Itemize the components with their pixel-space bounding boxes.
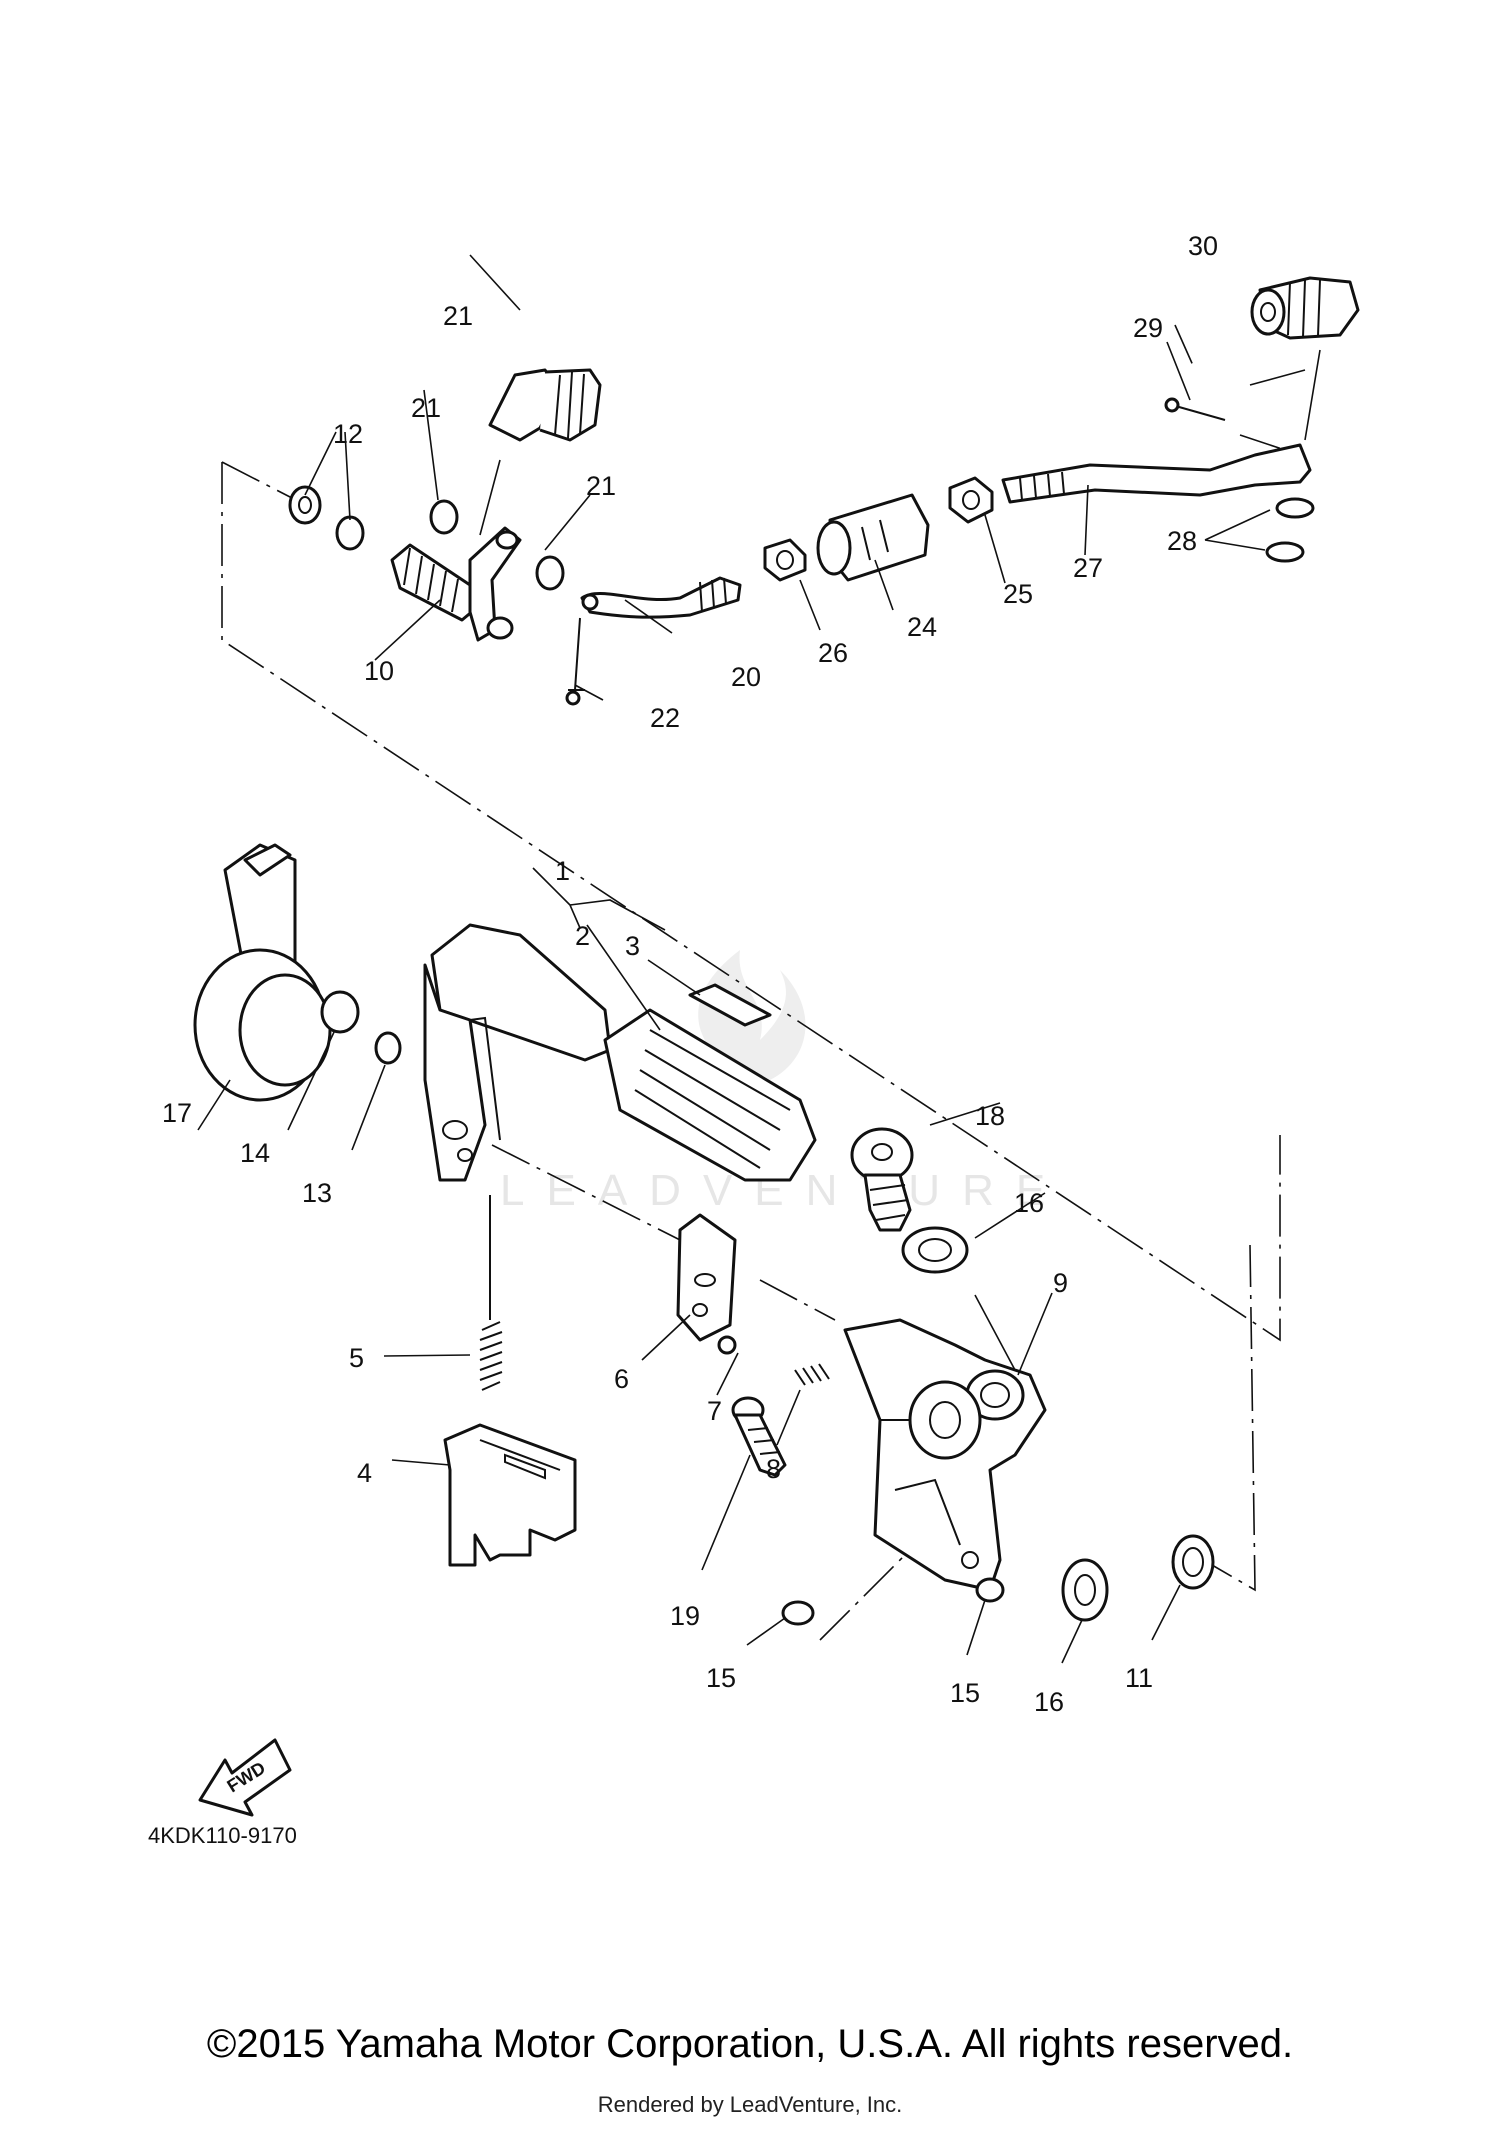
- callout-20: 20: [731, 662, 761, 692]
- assembly-line-lower: [1211, 1244, 1256, 1592]
- callout-labels: 21 12 21 21 10 20 22 26 24 25 27 28 29 3…: [162, 231, 1218, 1717]
- rendered-by-notice: Rendered by LeadVenture, Inc.: [597, 2092, 903, 2117]
- bolt-part-19: [731, 1396, 787, 1477]
- assembly-line-top-left: [221, 461, 293, 499]
- callout-5: 5: [349, 1343, 364, 1373]
- callout-15b: 15: [950, 1678, 980, 1708]
- copyright-notice: ©2015 Yamaha Motor Corporation, U.S.A. A…: [206, 2022, 1294, 2066]
- callout-21b: 21: [586, 471, 616, 501]
- sleeve-part-24: [816, 493, 930, 582]
- callout-29: 29: [1133, 313, 1163, 343]
- washer-part-12b: [335, 515, 365, 551]
- callout-25: 25: [1003, 579, 1033, 609]
- assembly-line-shaft: [491, 1144, 691, 1246]
- callout-30: 30: [1188, 231, 1218, 261]
- callout-21a: 21: [411, 393, 441, 423]
- callout-1: 1: [555, 856, 570, 886]
- callout-16b: 16: [1034, 1687, 1064, 1717]
- assembly-line-upper: [221, 462, 1281, 1342]
- callout-6: 6: [614, 1364, 629, 1394]
- callout-11: 11: [1125, 1663, 1153, 1693]
- callout-24: 24: [907, 612, 937, 642]
- washer-part-15b: [975, 1577, 1005, 1603]
- grip-part-2: [603, 1008, 817, 1182]
- pin-part-22: [568, 617, 585, 691]
- callout-22: 22: [650, 703, 680, 733]
- washer-part-16b-hole: [1074, 1574, 1096, 1606]
- boot-part-30: [1250, 276, 1360, 340]
- callout-10: 10: [364, 656, 394, 686]
- washer-part-16a: [901, 1226, 969, 1274]
- leader-lines: [197, 254, 1321, 1664]
- bushing-part-14: [320, 990, 360, 1034]
- callout-26: 26: [818, 638, 848, 668]
- callout-14: 14: [240, 1138, 270, 1168]
- callout-16a: 16: [1014, 1188, 1044, 1218]
- lever-part-10: [390, 526, 522, 642]
- callout-17: 17: [162, 1098, 192, 1128]
- lever-housing-part-1: [423, 923, 612, 1182]
- bracket-part-9: [843, 1318, 1047, 1592]
- fwd-arrow-icon: FWD: [198, 1738, 292, 1817]
- nut-part-26: [763, 538, 807, 582]
- rod-part-20: [580, 576, 742, 619]
- ring-part-11: [1171, 1534, 1215, 1590]
- assembly-line-28: [1174, 324, 1196, 371]
- spring-part-8: [794, 1363, 830, 1386]
- callout-2: 2: [575, 921, 590, 951]
- handle-ring-part-17: [193, 843, 332, 1102]
- callout-18: 18: [975, 1101, 1005, 1131]
- pin-part-29: [1171, 404, 1226, 421]
- callout-12: 12: [333, 419, 363, 449]
- washer-part-13: [374, 1031, 402, 1065]
- assembly-line-bolt: [819, 1494, 966, 1641]
- callout-4: 4: [357, 1458, 372, 1488]
- ball-part-7: [717, 1335, 737, 1355]
- washer-part-12a: [288, 485, 322, 525]
- callout-13: 13: [302, 1178, 332, 1208]
- washer-part-21b: [535, 555, 565, 591]
- pin-part-22-end: [565, 690, 581, 706]
- washer-part-12a-hole: [298, 496, 312, 514]
- plate-part-6: [676, 1213, 737, 1342]
- pin-part-29-end: [1164, 397, 1180, 413]
- washer-part-21a: [429, 499, 459, 535]
- callout-8: 8: [766, 1454, 781, 1484]
- rod-part-27: [1001, 443, 1312, 504]
- washer-part-28b: [1265, 541, 1305, 563]
- detent-block-part-4: [443, 1423, 577, 1567]
- callout-19: 19: [670, 1601, 700, 1631]
- callout-15a: 15: [706, 1663, 736, 1693]
- callout-7: 7: [707, 1396, 722, 1426]
- callout-27: 27: [1073, 553, 1103, 583]
- callout-28: 28: [1167, 526, 1197, 556]
- washer-part-16a-hole: [918, 1238, 952, 1262]
- washer-part-28a: [1275, 497, 1315, 519]
- boot-part-23: [488, 368, 602, 442]
- bolt-part-18: [850, 1127, 914, 1232]
- label-part-3: [688, 983, 772, 1027]
- assembly-line-plate: [759, 1279, 836, 1321]
- nut-part-25: [948, 476, 994, 524]
- callout-9: 9: [1053, 1268, 1068, 1298]
- washer-part-16b: [1061, 1558, 1109, 1622]
- callout-3: 3: [625, 931, 640, 961]
- callout-23: 21: [443, 301, 473, 331]
- ring-part-11-hole: [1182, 1547, 1204, 1577]
- washer-part-15a: [781, 1600, 815, 1626]
- drawing-code: 4KDK110-9170: [148, 1823, 297, 1848]
- spring-part-5: [479, 1195, 503, 1391]
